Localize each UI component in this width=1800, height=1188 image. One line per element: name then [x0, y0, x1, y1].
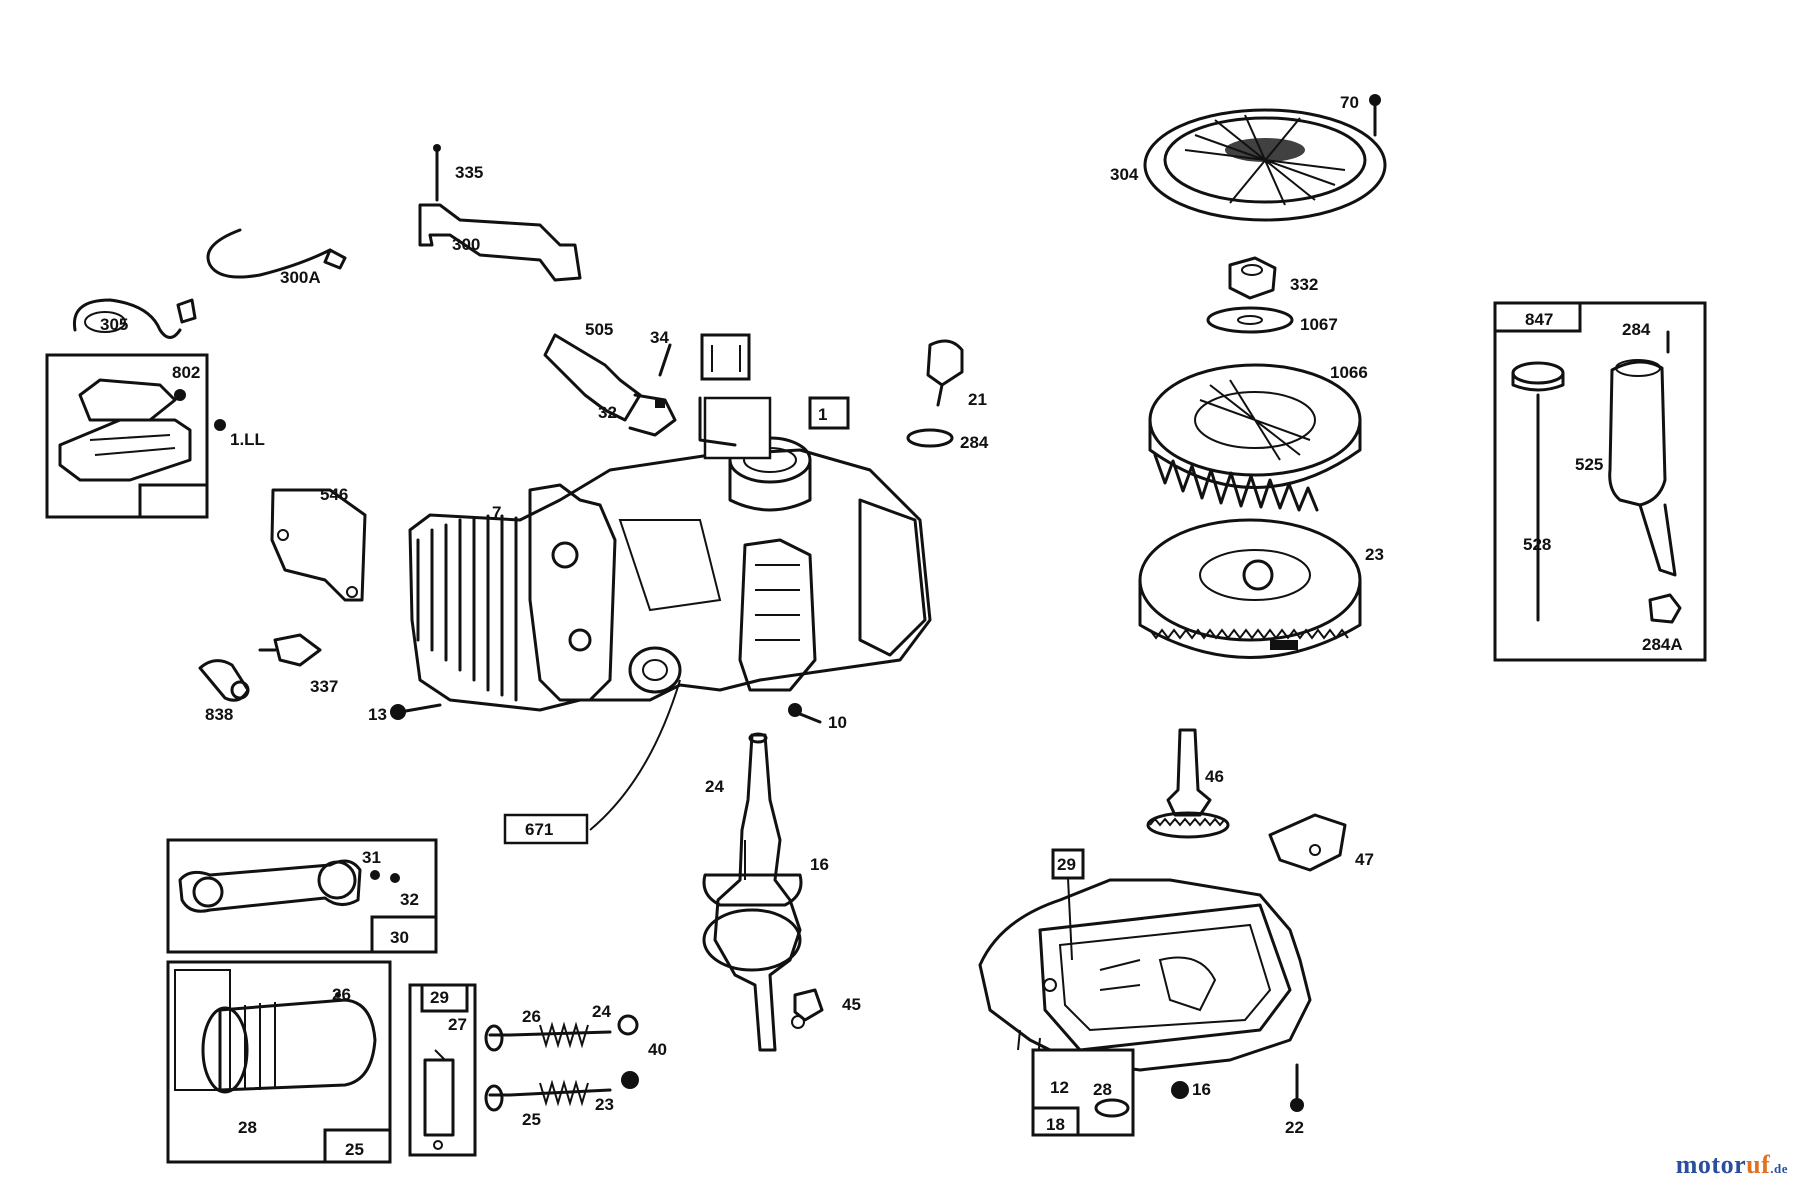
flywheel-fan — [1148, 363, 1362, 512]
sump — [978, 878, 1312, 1072]
label-40: 40 — [648, 1040, 667, 1059]
callout-labels: 70 304 332 1067 1066 23 847 284 525 528 … — [100, 93, 1683, 1159]
label-29b: 29 — [1057, 855, 1076, 874]
label-45: 45 — [842, 995, 861, 1014]
label-332: 332 — [1290, 275, 1318, 294]
label-28b: 28 — [1093, 1080, 1112, 1099]
label-23: 23 — [1365, 545, 1384, 564]
flywheel-screen — [1143, 94, 1387, 222]
air-vane-plate — [270, 488, 367, 602]
label-16b: 16 — [1192, 1080, 1211, 1099]
label-335: 335 — [455, 163, 483, 182]
label-1-LL: 1.LL — [230, 430, 265, 449]
dipstick-assembly — [1493, 301, 1707, 662]
label-546: 546 — [320, 485, 348, 504]
label-30: 30 — [390, 928, 409, 947]
crankshaft — [702, 732, 824, 1052]
label-22: 22 — [1285, 1118, 1304, 1137]
label-337: 337 — [310, 677, 338, 696]
label-802: 802 — [172, 363, 200, 382]
cylinder-block — [408, 396, 932, 712]
label-21: 21 — [968, 390, 987, 409]
label-46: 46 — [1205, 767, 1224, 786]
label-23b: 23 — [595, 1095, 614, 1114]
label-505: 505 — [585, 320, 613, 339]
label-304: 304 — [1110, 165, 1139, 184]
label-16: 16 — [810, 855, 829, 874]
small-fittings — [198, 633, 322, 702]
label-284A: 284A — [1642, 635, 1683, 654]
bolts — [390, 703, 822, 724]
spark-plug-wire — [206, 228, 347, 279]
watermark-part3: .de — [1770, 1161, 1788, 1176]
label-284b: 284 — [960, 433, 989, 452]
label-26b: 26 — [522, 1007, 541, 1026]
label-300: 300 — [452, 235, 480, 254]
watermark-part2: uf — [1746, 1150, 1771, 1179]
label-7: 7 — [492, 503, 501, 522]
governor-gear — [1146, 728, 1230, 839]
label-29: 29 — [430, 988, 449, 1007]
label-25: 25 — [345, 1140, 364, 1159]
ignition-bracket — [418, 144, 582, 282]
watermark-logo: motoruf.de — [1676, 1150, 1788, 1180]
label-31: 31 — [362, 848, 381, 867]
label-18: 18 — [1046, 1115, 1065, 1134]
label-1: 1 — [818, 405, 827, 424]
oil-fill-cap — [906, 339, 964, 448]
valve-tappet-box — [408, 983, 477, 1157]
valves — [484, 1014, 639, 1112]
ignition-armature — [45, 353, 226, 519]
label-300A: 300A — [280, 268, 321, 287]
flywheel-nut — [1228, 256, 1277, 300]
flywheel-washer — [1206, 306, 1294, 334]
label-34: 34 — [650, 328, 669, 347]
label-847: 847 — [1525, 310, 1553, 329]
part-tag-top — [700, 333, 751, 381]
piston-box — [166, 960, 392, 1164]
label-47: 47 — [1355, 850, 1374, 869]
label-838: 838 — [205, 705, 233, 724]
label-13: 13 — [368, 705, 387, 724]
label-28: 28 — [238, 1118, 257, 1137]
label-671: 671 — [525, 820, 553, 839]
flywheel — [1138, 518, 1362, 659]
label-284: 284 — [1622, 320, 1651, 339]
label-32b: 32 — [400, 890, 419, 909]
sump-tags — [1031, 848, 1304, 1137]
label-1067: 1067 — [1300, 315, 1338, 334]
label-24b: 24 — [592, 1002, 611, 1021]
label-25b: 25 — [522, 1110, 541, 1129]
watermark-part1: motor — [1675, 1150, 1747, 1179]
label-26: 26 — [332, 985, 351, 1004]
governor-bracket — [1268, 813, 1347, 872]
label-10: 10 — [828, 713, 847, 732]
label-1066: 1066 — [1330, 363, 1368, 382]
label-12: 12 — [1050, 1078, 1069, 1097]
label-24: 24 — [705, 777, 724, 796]
part-tag-671 — [503, 679, 681, 845]
label-528: 528 — [1523, 535, 1551, 554]
label-525: 525 — [1575, 455, 1603, 474]
breather-tube — [543, 333, 677, 437]
label-70: 70 — [1340, 93, 1359, 112]
connecting-rod-box — [166, 838, 438, 954]
label-27: 27 — [448, 1015, 467, 1034]
ignition-wire — [72, 298, 197, 339]
label-32: 32 — [598, 403, 617, 422]
label-305: 305 — [100, 315, 128, 334]
